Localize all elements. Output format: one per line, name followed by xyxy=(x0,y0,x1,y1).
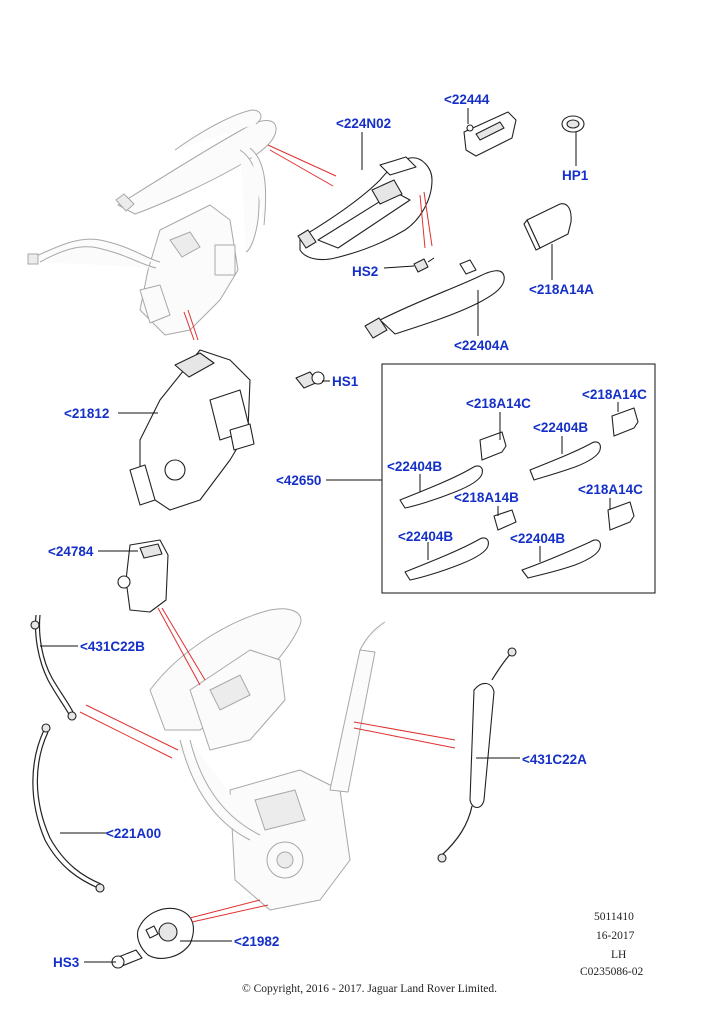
label-kit-218A14C-2[interactable]: <218A14C xyxy=(582,387,647,402)
cable-431C22A xyxy=(437,647,517,863)
door-latch-part xyxy=(129,349,255,511)
reference-line-3: LH xyxy=(611,949,626,961)
label-22444[interactable]: <22444 xyxy=(444,92,490,107)
ghost-handle-assembly xyxy=(27,109,277,336)
plug-part xyxy=(561,115,585,133)
label-431C22A[interactable]: <431C22A xyxy=(522,752,587,767)
screw-hs3 xyxy=(111,949,143,969)
bezel-part xyxy=(463,111,517,157)
screw-hs2 xyxy=(413,257,435,273)
handle-cap-part xyxy=(523,203,572,251)
label-kit-218A14C-1[interactable]: <218A14C xyxy=(466,396,531,411)
reference-line-2: 16-2017 xyxy=(596,930,635,942)
label-HS1[interactable]: HS1 xyxy=(332,374,359,389)
label-21812[interactable]: <21812 xyxy=(64,406,109,421)
bracket-part xyxy=(117,539,169,613)
leader-lines xyxy=(40,108,619,963)
label-24784[interactable]: <24784 xyxy=(48,544,94,559)
label-42650[interactable]: <42650 xyxy=(276,473,321,488)
exterior-handle-part xyxy=(364,259,505,339)
label-21982[interactable]: <21982 xyxy=(234,934,279,949)
cable-221A00 xyxy=(32,723,105,893)
screw-hs1 xyxy=(295,371,325,389)
reference-line-4: C0235086-02 xyxy=(580,966,644,978)
handle-frame-part xyxy=(297,156,433,261)
cable-431C22B xyxy=(30,614,77,721)
label-kit-22404B-4[interactable]: <22404B xyxy=(510,531,565,546)
label-HS2[interactable]: HS2 xyxy=(352,264,378,279)
label-224N02[interactable]: <224N02 xyxy=(336,116,391,131)
reference-line-1: 5011410 xyxy=(594,911,634,923)
part-labels: <224N02 <22444 HP1 HS2 <218A14A <22404A … xyxy=(48,92,647,970)
reference-block: 5011410 16-2017 LH C0235086-02 xyxy=(580,911,644,978)
label-kit-22404B-3[interactable]: <22404B xyxy=(398,529,453,544)
label-221A00[interactable]: <221A00 xyxy=(106,826,161,841)
striker-part xyxy=(136,907,194,959)
ghost-latch-module xyxy=(149,608,386,911)
label-218A14A[interactable]: <218A14A xyxy=(529,282,594,297)
label-22404A[interactable]: <22404A xyxy=(454,338,509,353)
label-HS3[interactable]: HS3 xyxy=(53,955,80,970)
handle-kit-box xyxy=(381,363,656,594)
label-kit-218A14B[interactable]: <218A14B xyxy=(454,490,519,505)
copyright-notice: © Copyright, 2016 - 2017. Jaguar Land Ro… xyxy=(242,983,497,995)
label-HP1[interactable]: HP1 xyxy=(562,168,589,183)
label-kit-22404B-1[interactable]: <22404B xyxy=(533,420,588,435)
label-kit-218A14C-3[interactable]: <218A14C xyxy=(578,482,643,497)
label-kit-22404B-2[interactable]: <22404B xyxy=(387,459,442,474)
association-lines xyxy=(79,144,456,923)
label-431C22B[interactable]: <431C22B xyxy=(80,639,145,654)
